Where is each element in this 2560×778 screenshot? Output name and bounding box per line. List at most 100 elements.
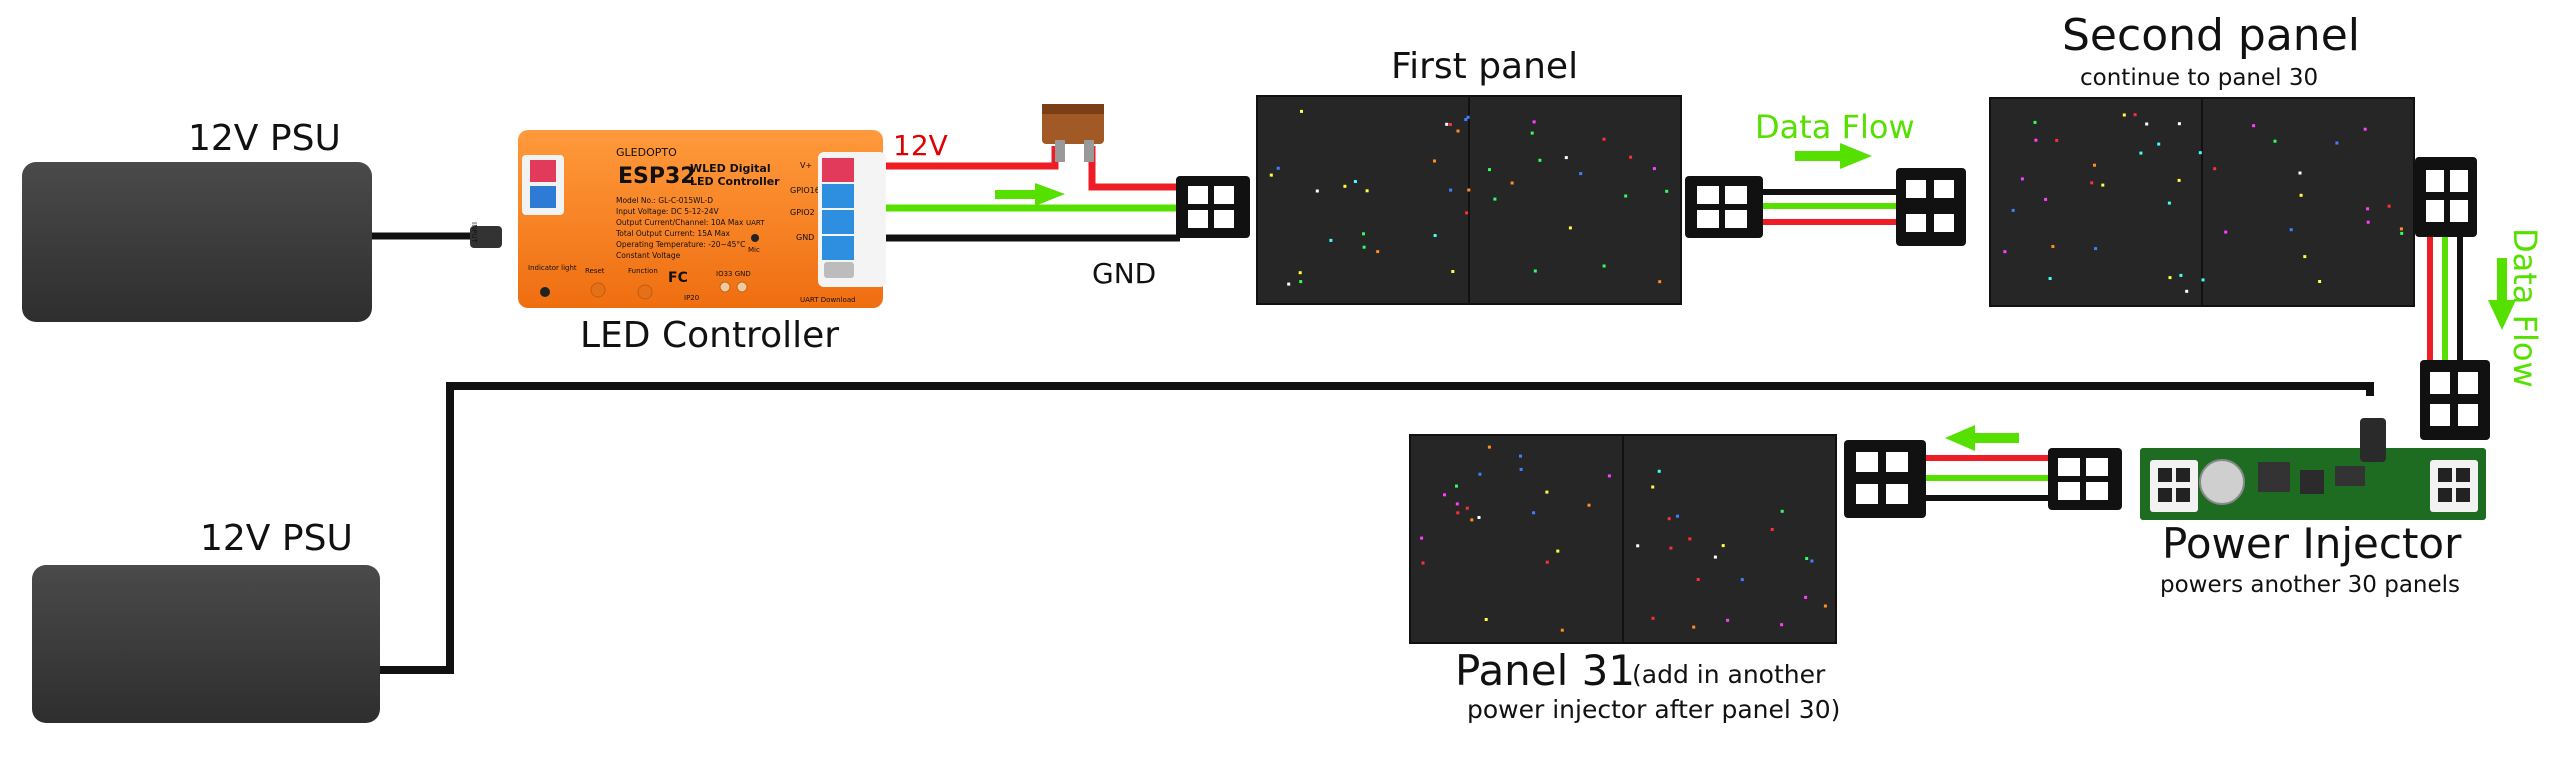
led-dot — [1538, 158, 1542, 162]
led-dot — [2145, 122, 2149, 126]
led-dot — [1579, 172, 1583, 176]
socket-pin — [2438, 488, 2452, 502]
fuse-leg-left — [1055, 140, 1065, 162]
psu-top: 12V PSU — [22, 118, 502, 322]
led-dot — [2303, 255, 2307, 259]
connector-pin — [1856, 484, 1878, 504]
usb-port — [824, 262, 854, 278]
led-dot — [2020, 177, 2024, 181]
led-dot — [2011, 208, 2015, 212]
led-dot — [1519, 454, 1522, 458]
connector-injector-out — [2048, 448, 2122, 510]
led-dot — [2157, 142, 2161, 146]
arrow-head — [1035, 183, 1065, 206]
led-dot — [1421, 561, 1425, 565]
arrow-shaft — [995, 190, 1035, 199]
gnd-pin — [736, 281, 748, 293]
led-dot — [2298, 171, 2302, 175]
led-dot — [1651, 616, 1655, 620]
led-dot — [1488, 168, 1491, 172]
led-dot — [1658, 280, 1662, 284]
controller-uart-download: UART Download — [800, 296, 856, 304]
led-dot — [2201, 278, 2205, 282]
connector-pin — [1214, 186, 1234, 204]
wires — [366, 146, 2463, 674]
connector-pin — [2458, 404, 2478, 426]
connector-housing — [1685, 176, 1763, 238]
data-flow-label-1: Data Flow — [1755, 108, 1915, 146]
led-dot — [1804, 595, 1808, 599]
connector-pin — [2058, 482, 2080, 500]
led-dot — [1740, 578, 1744, 582]
led-dot — [1449, 188, 1453, 192]
connector-pin — [2426, 200, 2444, 222]
led-dot — [1445, 122, 1449, 126]
led-dot — [2177, 178, 2181, 182]
led-dot — [1780, 623, 1784, 627]
led-dot — [1420, 536, 1424, 540]
led-dot — [1353, 180, 1357, 183]
connector-pin — [2086, 482, 2108, 500]
controller-mic: Mic — [748, 246, 760, 254]
led-dot — [1451, 270, 1455, 273]
controller-btn-2: Reset — [585, 267, 605, 275]
led-dot — [1688, 537, 1692, 541]
led-dot — [1362, 245, 1366, 249]
led-dot — [1780, 509, 1784, 513]
first-panel: First panel — [1256, 46, 1682, 305]
led-dot — [1343, 184, 1347, 188]
psu-bottom: 12V PSU — [32, 518, 380, 723]
controller-body — [518, 130, 883, 308]
led-dot — [1545, 490, 1549, 494]
controller-title-1: WLED Digital — [690, 162, 771, 175]
psu-top-body — [22, 162, 372, 322]
connector-pin — [1188, 210, 1208, 228]
led-dot — [2093, 163, 2096, 167]
controller-uart: UART — [746, 219, 765, 227]
led-dot — [1676, 514, 1679, 518]
first-panel-leds — [1269, 109, 1669, 286]
socket-pin — [2456, 468, 2470, 482]
panel-31-leds — [1420, 445, 1827, 632]
connector-housing — [1896, 168, 1966, 246]
second-panel-label: Second panel — [2062, 10, 2360, 61]
led-dot — [1587, 503, 1591, 507]
led-dot — [1652, 167, 1656, 171]
led-dot — [1466, 115, 1470, 119]
led-dot — [2051, 245, 2055, 248]
led-dot — [1713, 555, 1717, 559]
controller-pin-4: GND — [796, 233, 814, 242]
connector-pin — [1886, 484, 1908, 504]
led-dot — [1560, 628, 1564, 632]
led-dot — [2400, 231, 2404, 235]
indicator-light — [540, 287, 550, 297]
led-dot — [2094, 247, 2098, 251]
led-dot — [2273, 139, 2277, 143]
led-dot — [1510, 181, 1514, 185]
led-dot — [1299, 280, 1303, 284]
led-dot — [2101, 183, 2105, 187]
led-dot — [1564, 156, 1568, 160]
led-dot — [1805, 557, 1809, 560]
controller-spec-5: Operating Temperature: -20~45°C — [616, 240, 745, 249]
led-dot — [2299, 193, 2303, 197]
led-dot — [1533, 269, 1537, 273]
led-dot — [1726, 618, 1730, 622]
connector-pin — [2086, 458, 2108, 476]
socket-pin — [2158, 468, 2172, 482]
led-dot — [1532, 120, 1536, 124]
led-dot — [1629, 155, 1633, 159]
fuse-leg-right — [1084, 140, 1094, 162]
controller-spec-3: Output Current/Channel: 10A Max — [616, 218, 744, 227]
socket-pin — [2176, 468, 2190, 482]
psu-bottom-label: 12V PSU — [200, 518, 353, 559]
led-dot — [1651, 485, 1655, 489]
led-dot — [2122, 113, 2126, 117]
led-dot — [1568, 226, 1572, 230]
injector-label: Power Injector — [2162, 519, 2462, 568]
led-dot — [1376, 250, 1380, 254]
led-dot — [2033, 120, 2037, 124]
controller-spec-6: Constant Voltage — [616, 251, 681, 260]
connector-housing — [1176, 176, 1250, 238]
led-dot — [1465, 506, 1469, 510]
